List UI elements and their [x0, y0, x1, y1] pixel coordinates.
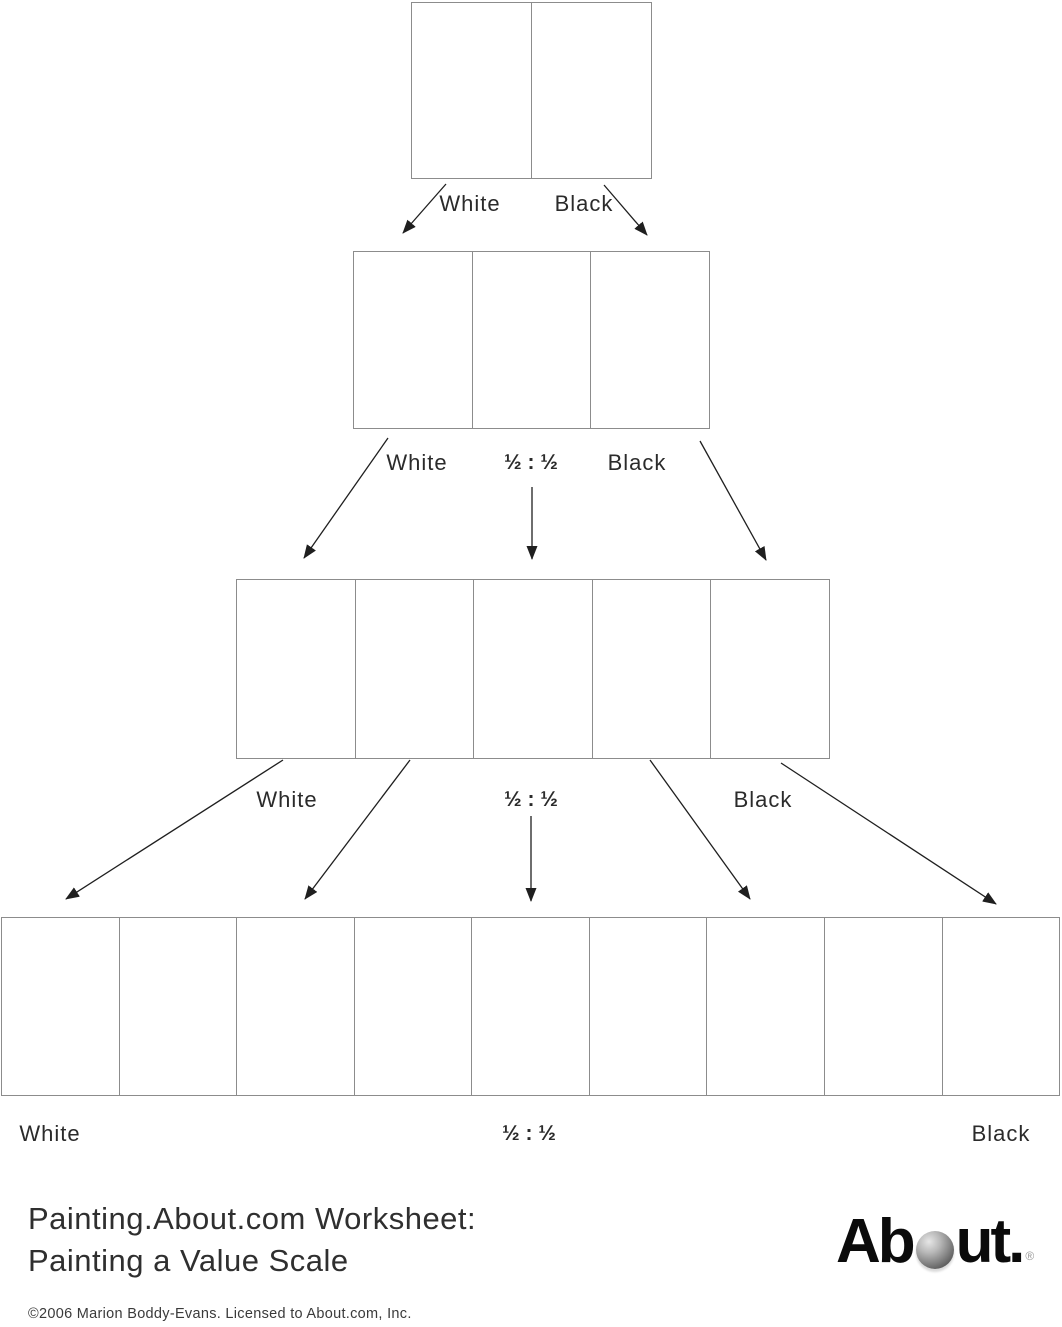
value-cell — [354, 252, 473, 428]
registered-trademark-icon: ® — [1025, 1249, 1035, 1263]
value-cell — [942, 918, 1060, 1095]
label-black-row3: Black — [733, 787, 793, 812]
value-cell — [711, 580, 829, 758]
value-cell — [412, 3, 532, 178]
label-black-row2: Black — [607, 450, 667, 475]
value-cell — [592, 580, 712, 758]
value-cell — [474, 580, 593, 758]
arrow-black-2 — [699, 440, 767, 561]
value-cell — [2, 918, 120, 1095]
label-ratio-row2: ½ : ½ — [504, 451, 558, 474]
label-white-row4: White — [19, 1121, 81, 1146]
value-scale-row-4 — [1, 917, 1060, 1096]
label-white-row3: White — [256, 787, 318, 812]
worksheet-title-line2: Painting a Value Scale — [28, 1243, 349, 1278]
label-ratio-row3: ½ : ½ — [504, 788, 558, 811]
about-logo-text-left: Ab — [836, 1207, 916, 1276]
arrow-mix-3c — [649, 759, 751, 900]
value-cell — [237, 918, 355, 1095]
value-cell — [589, 918, 708, 1095]
arrow-white-3 — [65, 759, 284, 900]
value-cell — [824, 918, 943, 1095]
value-cell — [354, 918, 473, 1095]
value-cell — [472, 918, 590, 1095]
value-cell — [355, 580, 475, 758]
arrow-white-2 — [303, 437, 389, 559]
worksheet-title-line1: Painting.About.com Worksheet: — [28, 1201, 477, 1236]
arrow-mix-3a — [304, 759, 411, 900]
arrow-black-3 — [780, 762, 997, 905]
value-cell — [707, 918, 825, 1095]
value-cell — [532, 3, 651, 178]
label-black-row1: Black — [554, 191, 614, 216]
value-scale-row-2 — [353, 251, 710, 429]
value-cell — [591, 252, 710, 428]
value-cell — [237, 580, 356, 758]
label-black-row4: Black — [971, 1121, 1031, 1146]
sphere-icon — [915, 1231, 954, 1269]
label-white-row1: White — [439, 191, 501, 216]
value-cell — [472, 252, 592, 428]
value-cell — [119, 918, 238, 1095]
about-logo-text-right: ut. — [955, 1207, 1026, 1276]
about-logo: Ab ut. ® — [836, 1206, 1035, 1276]
copyright-text: ©2006 Marion Boddy-Evans. Licensed to Ab… — [28, 1306, 412, 1322]
worksheet-title: Painting.About.com Worksheet: Painting a… — [28, 1198, 476, 1282]
label-white-row2: White — [386, 450, 448, 475]
label-ratio-row4: ½ : ½ — [502, 1122, 556, 1145]
value-scale-row-3 — [236, 579, 830, 759]
value-scale-row-1 — [411, 2, 652, 179]
